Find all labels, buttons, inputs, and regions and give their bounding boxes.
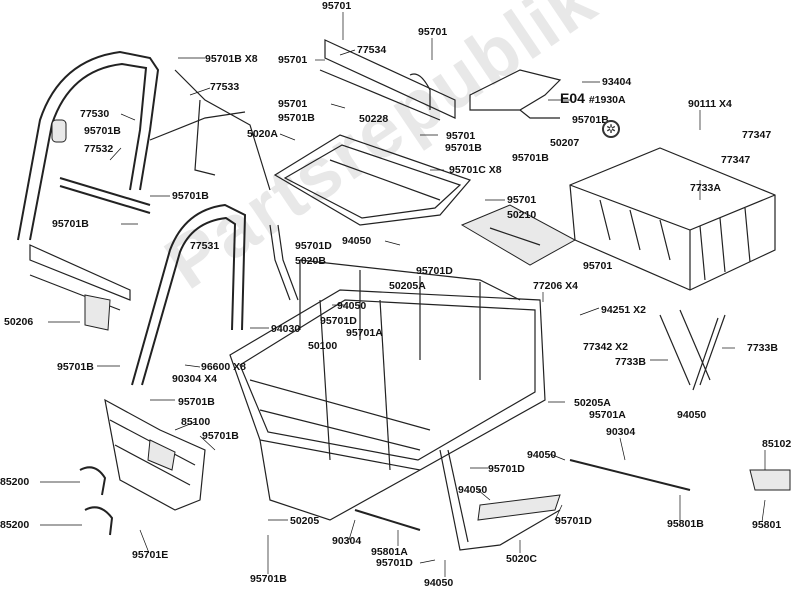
label-95701a: 95701A bbox=[346, 327, 383, 339]
label-95701b: 95701B bbox=[278, 112, 315, 124]
label-94050: 94050 bbox=[424, 577, 454, 589]
label-77347: 77347 bbox=[742, 129, 772, 141]
label-95701: 95701 bbox=[278, 98, 308, 110]
label-5020b: 5020B bbox=[295, 255, 326, 267]
bracket-50207 bbox=[469, 69, 562, 119]
label-7733a: 7733A bbox=[690, 182, 721, 194]
roll-bar-77531 bbox=[131, 203, 247, 386]
label-95701b: 95701B bbox=[572, 114, 609, 126]
callout-ref: #1930A bbox=[588, 94, 626, 106]
label-50207: 50207 bbox=[550, 137, 580, 149]
label-77342-x2: 77342 X2 bbox=[583, 341, 628, 353]
main-frame-50100 bbox=[229, 259, 546, 521]
label-95701b: 95701B bbox=[178, 396, 215, 408]
label-5020c: 5020C bbox=[506, 553, 537, 565]
step-bar-5020c bbox=[439, 449, 561, 551]
label-85200: 85200 bbox=[0, 519, 30, 531]
label-94050: 94050 bbox=[458, 484, 488, 496]
label-50228: 50228 bbox=[359, 113, 389, 125]
label-50205: 50205 bbox=[290, 515, 320, 527]
label-95701: 95701 bbox=[278, 54, 308, 66]
label-7733b: 7733B bbox=[747, 342, 778, 354]
label-90304-x4: 90304 X4 bbox=[172, 373, 217, 385]
label-95701: 95701 bbox=[583, 260, 613, 272]
label-50100: 50100 bbox=[308, 340, 338, 352]
label-95701d: 95701D bbox=[376, 557, 413, 569]
label-95801a: 95801A bbox=[371, 546, 408, 558]
strut-5020b bbox=[269, 224, 299, 301]
label-95701c-x8: 95701C X8 bbox=[449, 164, 502, 176]
label-94050: 94050 bbox=[337, 300, 367, 312]
label-7733b: 7733B bbox=[615, 356, 646, 368]
label-94251-x2: 94251 X2 bbox=[601, 304, 646, 316]
label-5020a: 5020A bbox=[247, 128, 278, 140]
label-95701b: 95701B bbox=[172, 190, 209, 202]
label-77347: 77347 bbox=[721, 154, 751, 166]
label-95701: 95701 bbox=[446, 130, 476, 142]
label-77530: 77530 bbox=[80, 108, 110, 120]
label-95801b: 95801B bbox=[667, 518, 704, 530]
label-95701: 95701 bbox=[322, 0, 352, 12]
label-94050: 94050 bbox=[342, 235, 372, 247]
label-90304: 90304 bbox=[606, 426, 636, 438]
roll-bar-77530 bbox=[17, 50, 160, 241]
label-95701d: 95701D bbox=[320, 315, 357, 327]
label-85100: 85100 bbox=[181, 416, 211, 428]
label-90304: 90304 bbox=[332, 535, 362, 547]
label-95701b: 95701B bbox=[202, 430, 239, 442]
label-95701b: 95701B bbox=[57, 361, 94, 373]
label-85102: 85102 bbox=[762, 438, 792, 450]
seat-base-5020a bbox=[273, 134, 472, 226]
bumper-85100 bbox=[104, 398, 206, 511]
label-90111-x4: 90111 X4 bbox=[688, 98, 732, 110]
label-77533: 77533 bbox=[210, 81, 240, 93]
label-94050: 94050 bbox=[677, 409, 707, 421]
label-77531: 77531 bbox=[190, 240, 220, 252]
label-95701d: 95701D bbox=[295, 240, 332, 252]
cargo-bed-7733a bbox=[569, 147, 776, 291]
label-95701b: 95701B bbox=[84, 125, 121, 137]
label-77534: 77534 bbox=[357, 44, 387, 56]
label-95701: 95701 bbox=[418, 26, 448, 38]
frame-50206 bbox=[29, 244, 131, 331]
cross-bar-77532 bbox=[59, 177, 151, 214]
label-95701d: 95701D bbox=[488, 463, 525, 475]
label-94050: 94050 bbox=[527, 449, 557, 461]
label-93404: 93404 bbox=[602, 76, 632, 88]
brace-77533 bbox=[149, 69, 271, 191]
label-95701d: 95701D bbox=[555, 515, 592, 527]
label-95701b-x8: 95701B X8 bbox=[205, 53, 258, 65]
label-50205a: 50205A bbox=[389, 280, 426, 292]
label-50206: 50206 bbox=[4, 316, 34, 328]
label-95701b: 95701B bbox=[52, 218, 89, 230]
label-95801: 95801 bbox=[752, 519, 782, 531]
leader-lines bbox=[40, 12, 766, 577]
gear-icon: ✲ bbox=[602, 120, 620, 138]
label-96600-x8: 96600 X8 bbox=[201, 361, 246, 373]
label-94030: 94030 bbox=[271, 323, 301, 335]
callout: E04 #1930A bbox=[560, 90, 626, 106]
rack-77534 bbox=[319, 39, 456, 121]
label-77206-x4: 77206 X4 bbox=[533, 280, 578, 292]
label-95701: 95701 bbox=[507, 194, 537, 206]
label-77532: 77532 bbox=[84, 143, 114, 155]
label-95701a: 95701A bbox=[589, 409, 626, 421]
label-85200: 85200 bbox=[0, 476, 30, 488]
brackets-85200 bbox=[79, 466, 114, 536]
bolts-95801 bbox=[354, 459, 791, 531]
label-95701e: 95701E bbox=[132, 549, 169, 561]
label-50205a: 50205A bbox=[574, 397, 611, 409]
label-95701b: 95701B bbox=[445, 142, 482, 154]
label-95701b: 95701B bbox=[512, 152, 549, 164]
label-50210: 50210 bbox=[507, 209, 537, 221]
callout-code: E04 bbox=[560, 90, 585, 106]
label-95701b: 95701B bbox=[250, 573, 287, 585]
label-95701d: 95701D bbox=[416, 265, 453, 277]
side-panels-7733b bbox=[659, 309, 726, 391]
